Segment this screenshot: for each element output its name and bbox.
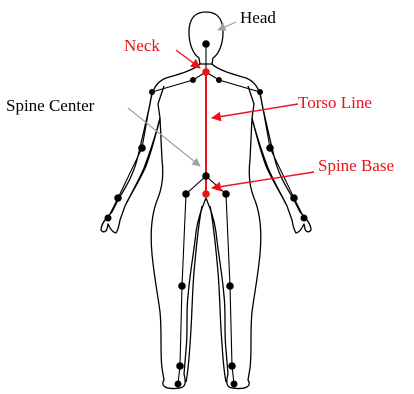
head-leader — [218, 22, 236, 30]
left-foot-joint — [175, 381, 182, 388]
neck-label: Neck — [124, 36, 160, 55]
neck-leader — [176, 50, 200, 68]
left-inner-arm — [126, 118, 160, 204]
left-hand-joint — [105, 215, 112, 222]
right-shoulder-joint — [216, 77, 222, 83]
spine-center-label: Spine Center — [6, 96, 95, 115]
right-wrist-joint — [290, 194, 298, 202]
right-hand-joint — [301, 215, 308, 222]
spine-center-joint — [202, 172, 210, 180]
left-upper-arm-joint — [149, 89, 155, 95]
right-ankle-joint — [228, 362, 236, 370]
right-upper-arm-joint — [257, 89, 263, 95]
torso-line-label: Torso Line — [298, 93, 372, 112]
right-inner-arm — [252, 118, 286, 204]
left-shoulder-joint — [190, 77, 196, 83]
spine-base-label: Spine Base — [318, 156, 394, 175]
left-hip-joint — [182, 190, 190, 198]
head-label: Head — [240, 8, 276, 27]
right-foot-joint — [231, 381, 238, 388]
torso-line-leader — [212, 104, 298, 118]
left-wrist-joint — [114, 194, 122, 202]
right-armpit — [248, 86, 254, 118]
right-hip-joint — [222, 190, 230, 198]
left-knee-joint — [178, 282, 186, 290]
right-knee-joint — [226, 282, 234, 290]
left-ankle-joint — [176, 362, 184, 370]
right-elbow-joint — [266, 144, 274, 152]
head-joint — [202, 40, 210, 48]
spine-base-joint — [202, 190, 210, 198]
neck-joint — [202, 68, 210, 76]
left-armpit — [158, 86, 164, 118]
spine-center-leader — [128, 108, 200, 166]
spine-base-leader — [212, 172, 314, 188]
left-elbow-joint — [138, 144, 146, 152]
